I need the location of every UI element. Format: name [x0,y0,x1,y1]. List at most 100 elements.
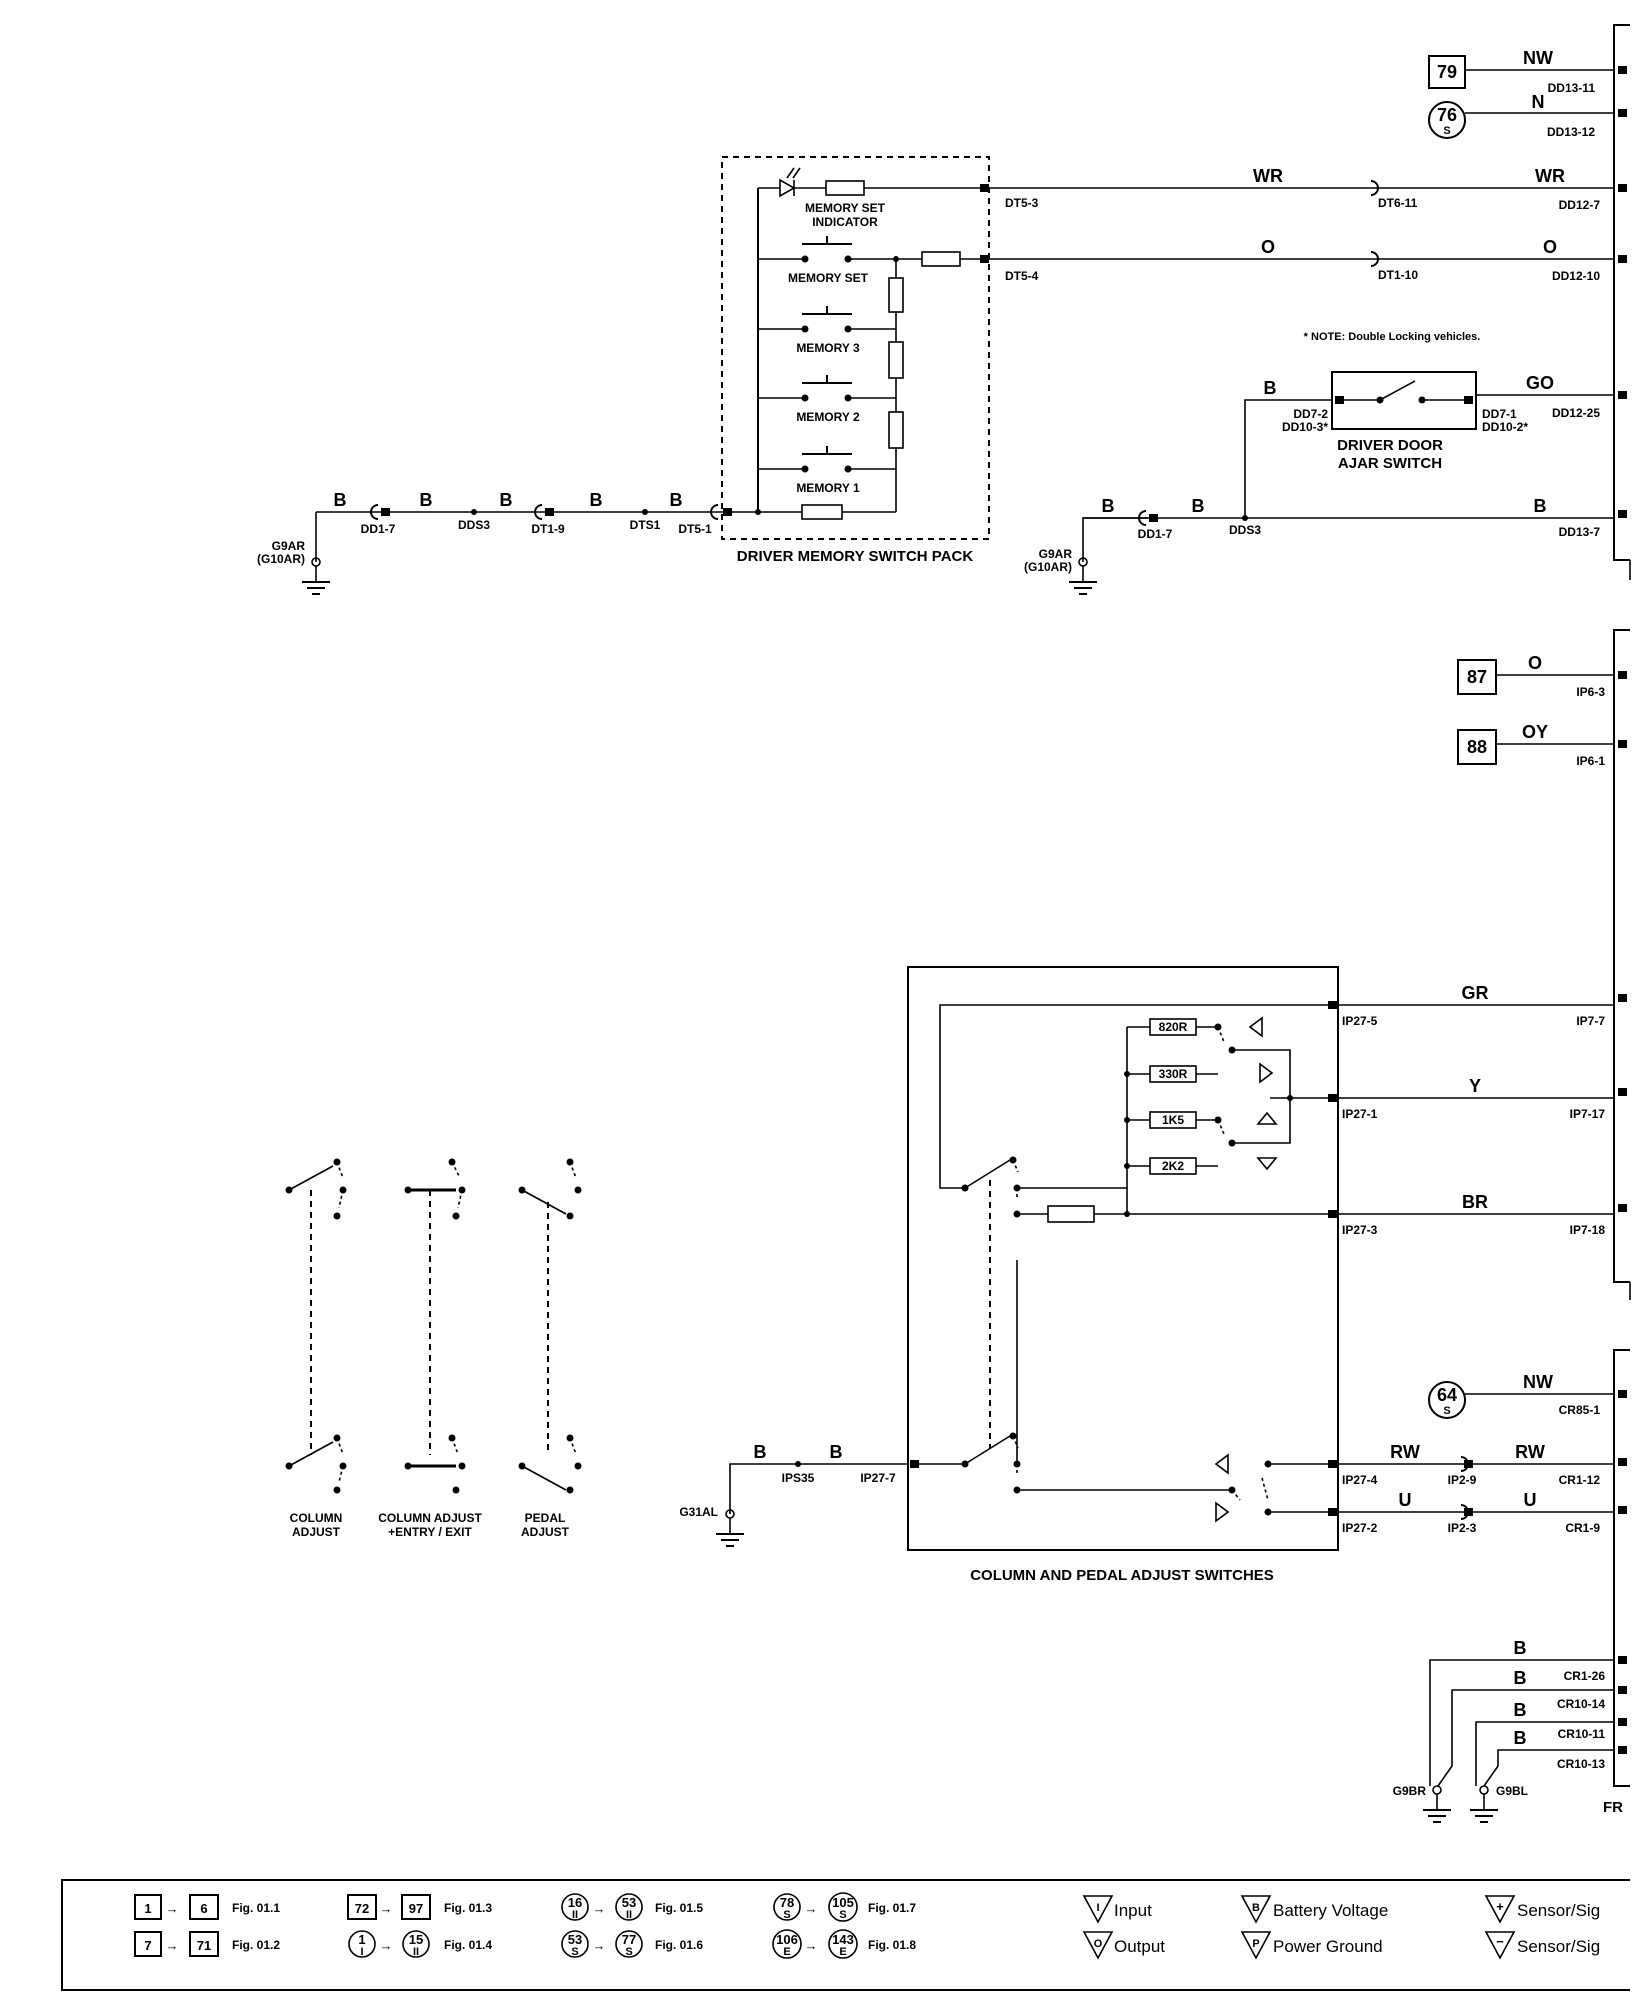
driver-memory-switch-pack: MEMORY SET INDICATOR MEMORY SET MEMORY 3… [721,156,990,565]
legend-input: Input [1114,1901,1152,1920]
wire-gr: GR [1462,983,1489,1003]
column-pedal-adjust-switches: 820R 330R 1K5 2K2 [907,966,1339,1584]
conn-dts1: DTS1 [630,518,661,532]
svg-text:→: → [166,1938,179,1953]
legend-battery: Battery Voltage [1273,1901,1388,1920]
wire-y: Y [1469,1076,1481,1096]
memory-1-label: MEMORY 1 [796,481,860,495]
driver-memory-switch-pack-title: DRIVER MEMORY SWITCH PACK [737,548,974,565]
svg-text:Fig. 01.1: Fig. 01.1 [232,1901,280,1915]
module-border-bottom [1613,1349,1630,1787]
svg-text:→: → [166,1901,179,1916]
conn-ip27-2: IP27-2 [1342,1521,1378,1535]
figure-key: 1 → 6 Fig. 01.1 7 → 71 Fig. 01.2 72 → 97… [61,1879,1630,1991]
conn-ip7-7: IP7-7 [1576,1014,1605,1028]
conn-dd1-7a: DD1-7 [361,522,396,536]
wire-nw-top: NW [1523,48,1553,68]
module-border-top [1613,24,1631,580]
module-pins [1618,66,1627,1754]
conn-dt1-10: DT1-10 [1378,268,1418,282]
ground-g9br: G9BR [1393,1784,1427,1798]
svg-text:Fig. 01.2: Fig. 01.2 [232,1938,280,1952]
legend-sensor-plus: Sensor/Sig [1517,1901,1600,1920]
svg-text:Fig. 01.8: Fig. 01.8 [868,1938,916,1952]
memory-set-label: MEMORY SET [788,271,869,285]
wire-b-g31: B [754,1442,767,1462]
conn-cr1-9: CR1-9 [1565,1521,1600,1535]
wire-go: GO [1526,373,1554,393]
conn-ip6-3: IP6-3 [1576,685,1605,699]
conn-dd10-3: DD10-3* [1282,420,1328,434]
svg-text:P: P [1252,1938,1259,1950]
ground-bus-bottom [1422,1659,1614,1823]
svg-text:II: II [572,1909,578,1921]
resistor-820r: 820R [1159,1020,1188,1034]
conn-cr10-14: CR10-14 [1557,1697,1605,1711]
conn-cr10-11: CR10-11 [1558,1727,1606,1741]
ground-g9ar-b: G9AR [1039,547,1073,561]
svg-text:79: 79 [1437,62,1457,82]
memory-3-label: MEMORY 3 [796,341,860,355]
col-entry-label-2: +ENTRY / EXIT [388,1525,472,1539]
svg-text:15: 15 [409,1932,423,1947]
fr-label: FR [1603,1799,1623,1816]
col-adjust-label-1: COLUMN [290,1511,343,1525]
svg-text:88: 88 [1467,737,1487,757]
svg-text:1: 1 [144,1901,151,1916]
ref-box-79: 79 [1428,55,1466,89]
conn-dt5-3: DT5-3 [1005,196,1039,210]
column-pedal-switches-title: COLUMN AND PEDAL ADJUST SWITCHES [970,1567,1274,1584]
svg-text:71: 71 [197,1938,211,1953]
resistor-330r: 330R [1159,1067,1188,1081]
svg-text:II: II [413,1946,419,1958]
conn-dt6-11: DT6-11 [1378,196,1418,210]
svg-text:16: 16 [568,1895,582,1910]
svg-text:87: 87 [1467,667,1487,687]
conn-ip27-5: IP27-5 [1342,1014,1378,1028]
svg-text:6: 6 [200,1901,207,1916]
wire-u-left: U [1399,1490,1412,1510]
wire-b3: B [500,490,513,510]
svg-text:O: O [1094,1938,1103,1950]
conn-dds3a: DDS3 [458,518,490,532]
conn-ip27-1: IP27-1 [1342,1107,1378,1121]
svg-text:→: → [380,1901,393,1916]
svg-text:7: 7 [144,1938,151,1953]
conn-dd12-10: DD12-10 [1552,269,1600,283]
svg-text:→: → [380,1938,393,1953]
wire-b-door: B [1264,378,1277,398]
ref-circle-76: 76 S [1428,101,1466,139]
svg-text:1: 1 [358,1932,365,1947]
ref-circle-64: 64 S [1428,1381,1466,1419]
conn-dd7-2: DD7-2 [1293,407,1328,421]
wire-b-cr2: B [1514,1668,1527,1688]
wire-b-cr4: B [1514,1728,1527,1748]
conn-ip2-9: IP2-9 [1448,1473,1477,1487]
svg-text:I: I [1096,1902,1099,1914]
svg-text:106: 106 [776,1932,798,1947]
conn-ip6-1: IP6-1 [1576,754,1605,768]
conn-cr1-26: CR1-26 [1564,1669,1606,1683]
svg-text:E: E [783,1946,790,1958]
wire-b5: B [670,490,683,510]
svg-text:72: 72 [355,1901,369,1916]
svg-text:I: I [360,1946,363,1958]
svg-text:Fig. 01.7: Fig. 01.7 [868,1901,916,1915]
driver-door-ajar-switch: DRIVER DOOR AJAR SWITCH [1331,371,1477,472]
pedal-label-1: PEDAL [525,1511,566,1525]
svg-text:→: → [805,1938,818,1953]
svg-text:76: 76 [1437,105,1457,125]
wire-wr-right: WR [1535,166,1565,186]
svg-text:Fig. 01.4: Fig. 01.4 [444,1938,492,1952]
svg-text:Fig. 01.5: Fig. 01.5 [655,1901,703,1915]
wire-b-cr1: B [1514,1638,1527,1658]
legend-sensor-minus: Sensor/Sig [1517,1937,1600,1956]
ground-g10ar-a: (G10AR) [257,552,305,566]
memory-set-indicator-label-2: INDICATOR [812,215,878,229]
conn-dd13-7: DD13-7 [1559,525,1601,539]
svg-text:→: → [805,1901,818,1916]
memory-2-label: MEMORY 2 [796,410,860,424]
wire-b-g9a: B [1102,496,1115,516]
conn-dd1-7b: DD1-7 [1138,527,1173,541]
ground-g9ar-a: G9AR [272,539,306,553]
